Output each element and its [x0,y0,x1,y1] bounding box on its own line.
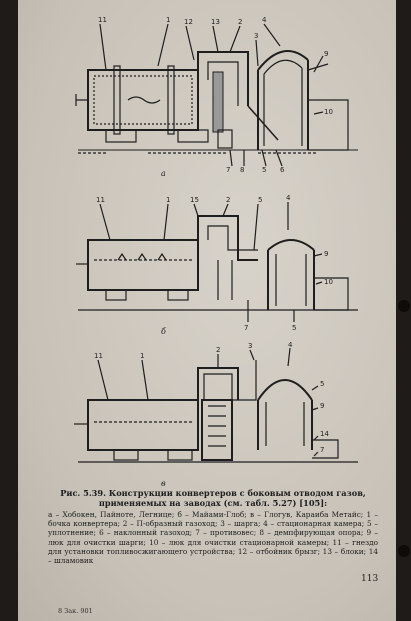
svg-text:2: 2 [238,18,242,26]
svg-text:9: 9 [324,50,328,58]
svg-text:12: 12 [184,18,193,26]
svg-text:4: 4 [288,341,293,349]
svg-text:4: 4 [286,194,291,202]
svg-text:5: 5 [262,166,266,174]
svg-text:7: 7 [226,166,230,174]
svg-text:5: 5 [292,324,296,332]
svg-text:1: 1 [166,16,170,24]
figure-caption: Рис. 5.39. Конструкции конвертеров с бок… [48,488,378,565]
svg-text:6: 6 [280,166,285,174]
svg-text:2: 2 [216,346,220,354]
svg-text:9: 9 [324,250,328,258]
svg-text:7: 7 [244,324,248,332]
panel-label-b: б [161,327,166,336]
svg-text:3: 3 [254,32,258,40]
signature-mark: 8 Зак. 901 [58,607,93,615]
svg-text:1: 1 [140,352,144,360]
svg-text:5: 5 [258,196,262,204]
svg-text:2: 2 [226,196,230,204]
svg-text:3: 3 [248,342,252,350]
svg-text:11: 11 [98,16,107,24]
svg-text:5: 5 [320,380,324,388]
svg-text:15: 15 [190,196,199,204]
caption-title: Рис. 5.39. Конструкции конвертеров с бок… [60,488,366,508]
panel-label-v: в [161,479,166,488]
svg-text:14: 14 [320,430,329,438]
svg-text:9: 9 [320,402,324,410]
svg-text:1: 1 [166,196,170,204]
svg-text:13: 13 [211,18,220,26]
binder-hole-bottom [398,545,410,557]
svg-text:11: 11 [96,196,105,204]
svg-text:10: 10 [324,108,333,116]
svg-text:4: 4 [262,16,267,24]
panel-label-a: а [161,169,166,178]
page-number: 113 [361,574,379,584]
svg-text:11: 11 [94,352,103,360]
svg-text:8: 8 [240,166,244,174]
caption-body: а – Хобокен, Пайноте, Легнице; б – Майам… [48,510,378,566]
svg-text:10: 10 [324,278,333,286]
svg-text:7: 7 [320,446,324,454]
binder-hole-top [398,300,410,312]
